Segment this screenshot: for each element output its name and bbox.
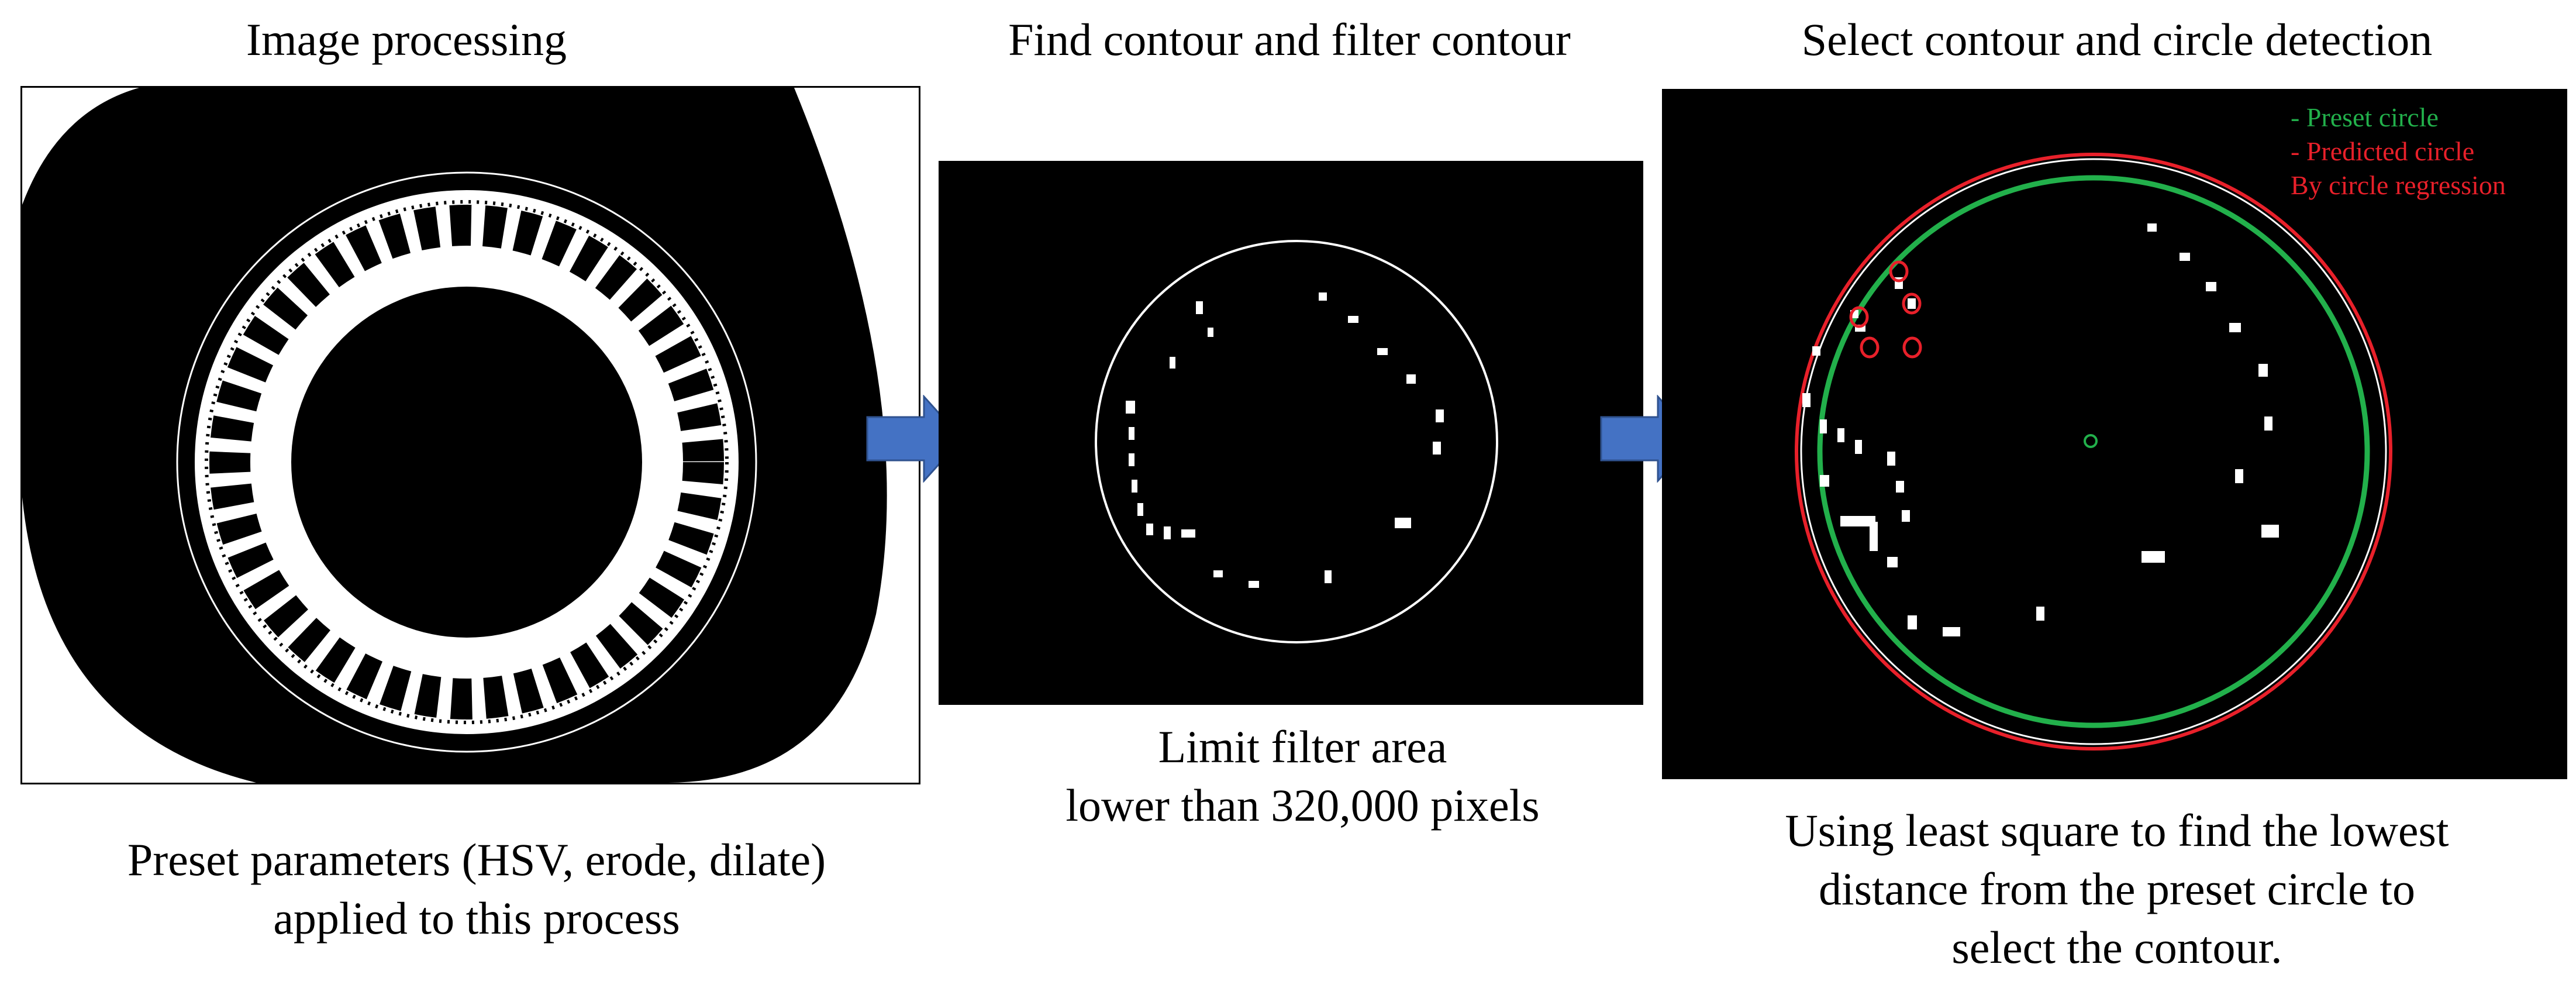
- panel1-title: Image processing: [246, 14, 567, 65]
- panel2-title: Find contour and filter contour: [1008, 14, 1571, 65]
- predicted-circle: [1795, 153, 2392, 751]
- panel1-image: [20, 86, 920, 784]
- panel2-caption-line2: lower than 320,000 pixels: [1065, 780, 1540, 831]
- panel1-caption-line1: Preset parameters (HSV, erode, dilate): [127, 834, 826, 885]
- panel3-caption-line2: distance from the preset circle to: [1818, 863, 2416, 914]
- center-point: [2084, 434, 2098, 448]
- legend-preset-circle: - Preset circle: [2291, 102, 2439, 132]
- panel1-caption-line2: applied to this process: [273, 893, 680, 944]
- panel2-image: [939, 161, 1643, 705]
- panel2-caption-line1: Limit filter area: [1158, 721, 1447, 772]
- preset-circle: [1817, 175, 2370, 728]
- legend-circle-regression: By circle regression: [2291, 170, 2506, 200]
- panel3-caption-line3: select the contour.: [1951, 922, 2282, 973]
- panel3-image: - Preset circle - Predicted circle By ci…: [1662, 89, 2567, 779]
- panel3-title: Select contour and circle detection: [1801, 14, 2433, 65]
- panel3-caption-line1: Using least square to find the lowest: [1785, 805, 2449, 856]
- legend-predicted-circle: - Predicted circle: [2291, 136, 2475, 166]
